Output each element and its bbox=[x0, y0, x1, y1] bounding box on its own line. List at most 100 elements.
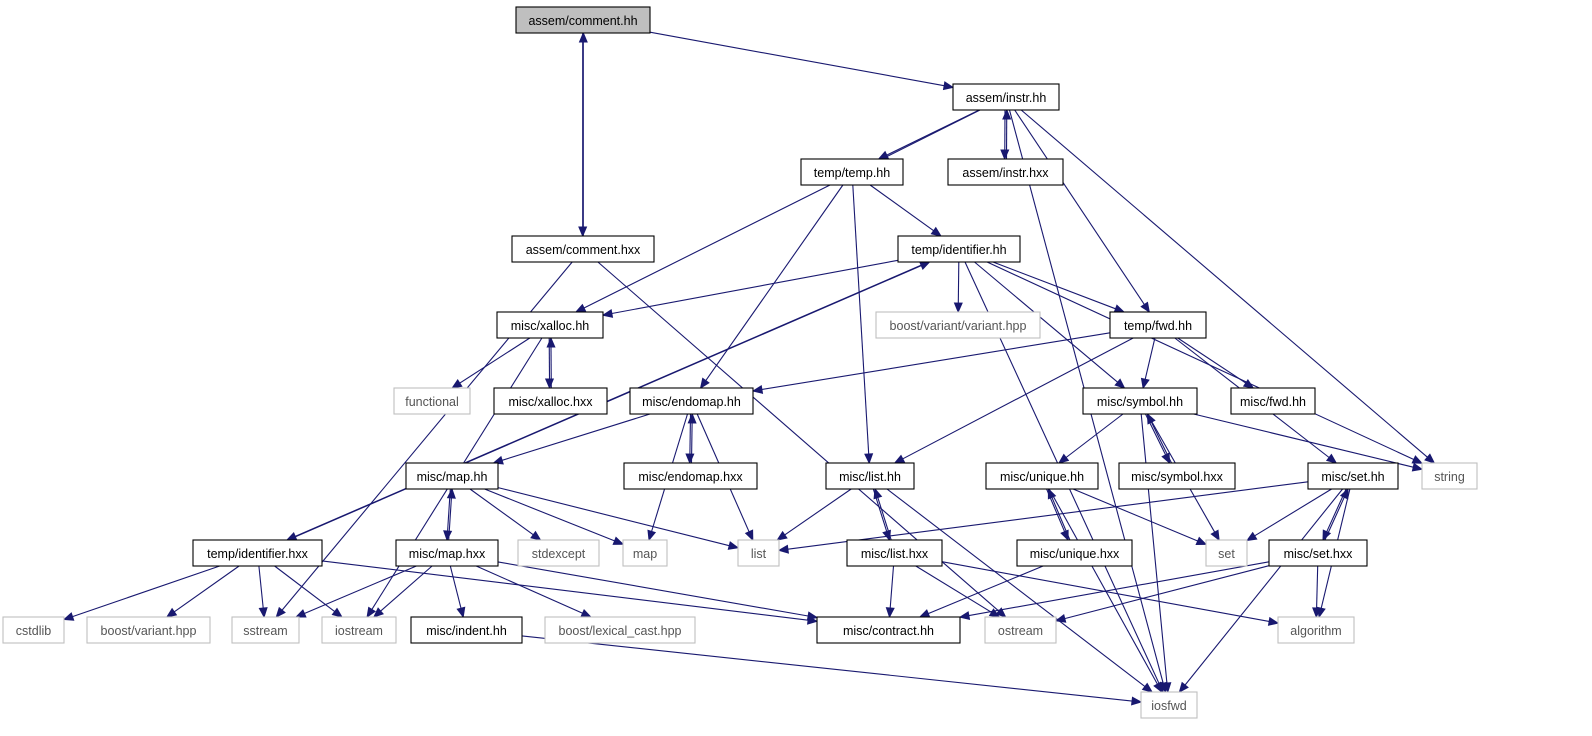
node-set: set bbox=[1205, 539, 1248, 567]
node-box bbox=[405, 462, 499, 490]
node-label: string bbox=[1434, 470, 1465, 484]
node-misc-list-hxx[interactable]: misc/list.hxx bbox=[846, 539, 943, 567]
arrowhead-icon bbox=[331, 607, 343, 618]
arrowhead-icon bbox=[1195, 536, 1208, 546]
edge-list-hxx-to-list-hh bbox=[873, 487, 892, 541]
edge-temp-hh-to-list-hh bbox=[852, 184, 874, 465]
node-temp-fwd-hh[interactable]: temp/fwd.hh bbox=[1109, 311, 1207, 339]
arrowhead-icon bbox=[578, 226, 588, 238]
node-label: boost/lexical_cast.hpp bbox=[559, 624, 682, 638]
arrowhead-icon bbox=[776, 530, 788, 541]
arrowhead-icon bbox=[1113, 304, 1126, 313]
node-assem-instr-hxx[interactable]: assem/instr.hxx bbox=[947, 158, 1064, 186]
node-misc-contract-hh[interactable]: misc/contract.hh bbox=[816, 616, 961, 644]
node-label: misc/map.hh bbox=[417, 470, 488, 484]
edge-line bbox=[521, 635, 1133, 702]
node-box bbox=[1307, 462, 1399, 490]
edge-line bbox=[787, 481, 1309, 550]
edge-line bbox=[1051, 497, 1071, 541]
edge-map-hh-to-list bbox=[497, 487, 740, 550]
arrowhead-icon bbox=[942, 81, 955, 91]
edge-line bbox=[497, 561, 809, 617]
node-temp-identifier-hxx[interactable]: temp/identifier.hxx bbox=[192, 539, 323, 567]
node-box bbox=[410, 616, 523, 644]
node-label: misc/unique.hh bbox=[1000, 470, 1084, 484]
arrowhead-icon bbox=[919, 261, 931, 270]
edge-endomap-hxx-to-endomap-hh bbox=[687, 412, 697, 464]
node-misc-symbol-hxx[interactable]: misc/symbol.hxx bbox=[1118, 462, 1236, 490]
node-misc-endomap-hxx[interactable]: misc/endomap.hxx bbox=[623, 462, 758, 490]
node-label: assem/comment.hxx bbox=[526, 243, 641, 257]
node-box bbox=[544, 616, 696, 644]
node-box bbox=[231, 616, 300, 644]
node-misc-set-hxx[interactable]: misc/set.hxx bbox=[1268, 539, 1368, 567]
edge-map-hxx-to-indent-hh bbox=[449, 565, 466, 619]
node-misc-map-hxx[interactable]: misc/map.hxx bbox=[395, 539, 499, 567]
node-misc-map-hh[interactable]: misc/map.hh bbox=[405, 462, 499, 490]
node-misc-endomap-hh[interactable]: misc/endomap.hh bbox=[629, 387, 754, 415]
node-label: misc/xalloc.hxx bbox=[508, 395, 593, 409]
arrowhead-icon bbox=[294, 609, 307, 618]
edge-line bbox=[869, 184, 934, 232]
node-misc-symbol-hh[interactable]: misc/symbol.hh bbox=[1082, 387, 1198, 415]
node-misc-unique-hh[interactable]: misc/unique.hh bbox=[985, 462, 1099, 490]
edge-list-hxx-to-ostream bbox=[915, 565, 1001, 618]
node-box bbox=[395, 539, 499, 567]
node-misc-fwd-hh[interactable]: misc/fwd.hh bbox=[1230, 387, 1316, 415]
node-misc-xalloc-hxx[interactable]: misc/xalloc.hxx bbox=[493, 387, 608, 415]
node-assem-instr-hh[interactable]: assem/instr.hh bbox=[952, 83, 1060, 111]
arrowhead-icon bbox=[1060, 529, 1069, 542]
node-boost-variant-hpp: boost/variant.hpp bbox=[86, 616, 211, 644]
edge-fwd-hh-temp-to-endomap-hh bbox=[751, 332, 1111, 394]
node-temp-identifier-hh[interactable]: temp/identifier.hh bbox=[897, 235, 1021, 263]
edge-line bbox=[784, 488, 852, 536]
arrowhead-icon bbox=[751, 384, 764, 394]
arrowhead-icon bbox=[258, 607, 268, 619]
edge-line bbox=[1064, 565, 1270, 620]
edge-line bbox=[889, 565, 895, 609]
arrowhead-icon bbox=[456, 606, 466, 619]
node-iostream: iostream bbox=[321, 616, 397, 644]
node-label: set bbox=[1218, 547, 1235, 561]
node-label: misc/symbol.hh bbox=[1097, 395, 1183, 409]
arrowhead-icon bbox=[806, 611, 819, 621]
node-box bbox=[816, 616, 961, 644]
edge-list-hxx-to-contract-hh bbox=[885, 565, 895, 619]
arrowhead-icon bbox=[1424, 453, 1436, 464]
node-misc-indent-hh[interactable]: misc/indent.hh bbox=[410, 616, 523, 644]
node-misc-list-hh[interactable]: misc/list.hh bbox=[825, 462, 915, 490]
arrowhead-icon bbox=[546, 336, 556, 348]
arrowhead-icon bbox=[1245, 531, 1258, 542]
arrowhead-icon bbox=[578, 31, 588, 43]
node-assem-comment-hh[interactable]: assem/comment.hh bbox=[515, 6, 651, 34]
arrowhead-icon bbox=[443, 530, 453, 542]
edge-line bbox=[1254, 488, 1332, 537]
node-misc-unique-hxx[interactable]: misc/unique.hxx bbox=[1016, 539, 1133, 567]
arrowhead-icon bbox=[1153, 681, 1163, 694]
edge-comment-hh-to-comment-hxx bbox=[578, 33, 588, 238]
node-stdexcept: stdexcept bbox=[517, 539, 600, 567]
node-temp-temp-hh[interactable]: temp/temp.hh bbox=[800, 158, 904, 186]
arrowhead-icon bbox=[446, 487, 456, 499]
edge-line bbox=[957, 261, 960, 304]
node-label: misc/list.hxx bbox=[861, 547, 929, 561]
edge-identifier-hh-to-fwd-hh-temp bbox=[992, 261, 1126, 313]
arrowhead-icon bbox=[885, 607, 895, 619]
node-assem-comment-hxx[interactable]: assem/comment.hxx bbox=[511, 235, 655, 263]
node-box bbox=[321, 616, 397, 644]
edge-endomap-hh-to-map-hh bbox=[492, 413, 651, 465]
node-misc-set-hh[interactable]: misc/set.hh bbox=[1307, 462, 1399, 490]
arrowhead-icon bbox=[1054, 614, 1067, 623]
edge-line bbox=[173, 565, 240, 613]
edge-comment-hh-to-instr-hh bbox=[649, 31, 955, 91]
node-label: misc/map.hxx bbox=[409, 547, 486, 561]
edge-map-hh-to-map bbox=[484, 488, 625, 545]
node-label: misc/fwd.hh bbox=[1240, 395, 1306, 409]
node-misc-xalloc-hh[interactable]: misc/xalloc.hh bbox=[496, 311, 604, 339]
edge-temp-hh-to-endomap-hh bbox=[699, 184, 844, 390]
arrowhead-icon bbox=[1131, 696, 1143, 706]
edge-line bbox=[1140, 413, 1168, 684]
node-functional: functional bbox=[393, 387, 471, 415]
node-box bbox=[517, 539, 600, 567]
